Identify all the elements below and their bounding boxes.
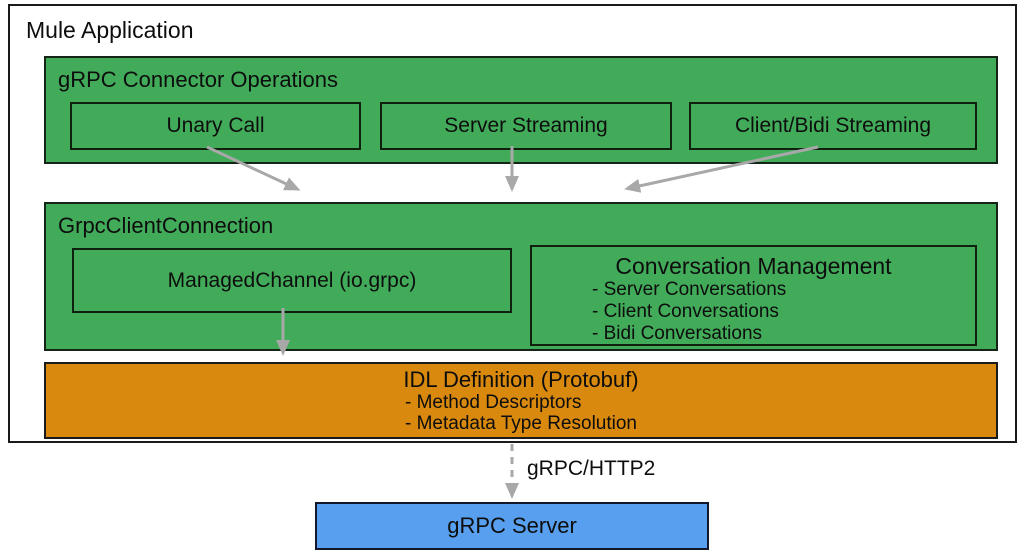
list-item: - Bidi Conversations	[592, 323, 763, 344]
conversation-management-box: Conversation Management - Server Convers…	[530, 245, 977, 346]
grpc-client-connection-box: GrpcClientConnection ManagedChannel (io.…	[44, 202, 998, 351]
list-item: - Server Conversations	[592, 279, 787, 300]
protocol-label: gRPC/HTTP2	[527, 457, 656, 480]
managed-channel-box: ManagedChannel (io.grpc)	[72, 248, 512, 313]
conversation-management-list: - Server Conversations - Client Conversa…	[532, 279, 975, 345]
grpc-client-connection-title: GrpcClientConnection	[58, 213, 274, 238]
idl-definition-list: - Method Descriptors - Metadata Type Res…	[405, 392, 637, 434]
grpc-server-box: gRPC Server	[315, 502, 709, 550]
connector-operations-title: gRPC Connector Operations	[58, 67, 339, 92]
connector-operations-box: gRPC Connector Operations Unary Call Ser…	[44, 56, 998, 164]
conversation-management-title: Conversation Management	[615, 253, 892, 279]
list-item: - Metadata Type Resolution	[404, 413, 637, 434]
client-bidi-streaming-box: Client/Bidi Streaming	[689, 102, 977, 150]
server-streaming-box: Server Streaming	[380, 102, 672, 150]
idl-definition-title: IDL Definition (Protobuf)	[403, 367, 639, 392]
list-item: - Client Conversations	[592, 301, 779, 322]
unary-call-box: Unary Call	[70, 102, 361, 150]
mule-application-title: Mule Application	[26, 17, 194, 43]
idl-definition-box: IDL Definition (Protobuf) - Method Descr…	[44, 362, 998, 439]
mule-application-box: Mule Application gRPC Connector Operatio…	[8, 4, 1017, 443]
list-item: - Method Descriptors	[404, 392, 582, 413]
